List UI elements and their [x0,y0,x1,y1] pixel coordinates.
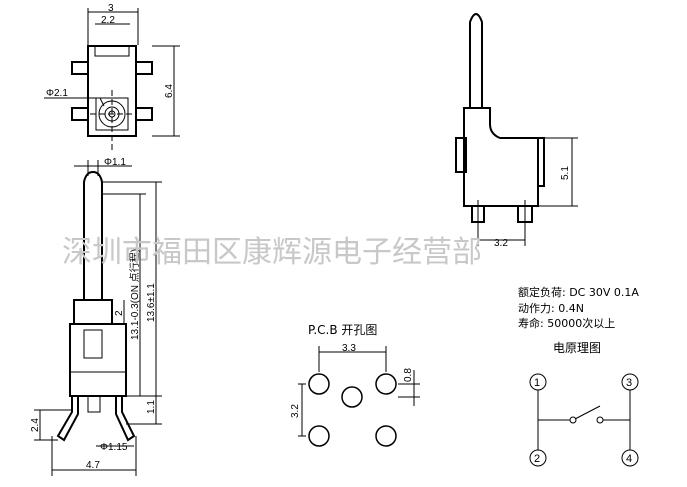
schematic-pin-label-3: 3 [626,377,632,389]
dim-pin-diameter: Φ1.15 [100,442,128,453]
dim-base-height: 1.1 [146,400,157,414]
pcb-title: P.C.B 开孔图 [308,323,377,337]
top-tab-right-1 [135,61,153,75]
front-pin-left [56,396,79,442]
top-view: 3 2.2 Φ2.1 6.4 [44,3,180,150]
spec-life: 寿命: 50000次以上 [518,316,615,330]
spec-rating: 额定负荷: DC 30V 0.1A [518,285,639,299]
front-pin-right [115,396,136,442]
schematic-pin-label-4: 4 [626,453,632,465]
pcb-hole-4 [375,425,397,447]
front-collar [73,299,113,325]
top-tab-left-1 [71,61,89,75]
front-window [83,329,103,359]
dim-on-height: 13.1-0.3(ON 点行程) [128,249,141,340]
dim-bottom-width: 4.7 [86,460,100,471]
front-plunger [83,170,103,301]
top-slot [94,45,130,57]
watermark-text: 深圳市福田区康辉源电子经营部 [62,235,482,270]
pcb-layout: P.C.B 开孔图 3.3 3.2 0.8 [290,323,420,447]
dim-hole-diameter: Φ2.1 [46,88,68,99]
dim-travel: 2 [114,310,125,316]
dim-top-width-inner: 2.2 [101,15,115,26]
dim-top-width-outer: 3 [108,3,114,14]
switch-contact-left [569,416,577,424]
schematic: 电原理图 1 2 3 4 [529,341,639,467]
specs-block: 额定负荷: DC 30V 0.1A 动作力: 0.4N 寿命: 50000次以上 [518,285,639,330]
front-center-pin [87,395,101,413]
dim-top-height: 6.4 [164,84,175,98]
schematic-pin-label-1: 1 [534,377,540,389]
side-plunger [469,13,483,109]
side-body [463,107,539,207]
top-tab-right-2 [135,107,153,121]
side-tab [455,137,467,173]
dim-side-pitch: 3.2 [494,238,508,249]
side-view: 3.2 5.1 [455,13,578,249]
pcb-hole-3 [308,425,330,447]
schematic-pin-label-2: 2 [534,453,540,465]
dim-pcb-pad: 0.8 [403,368,414,382]
dim-pcb-height: 3.2 [290,404,301,418]
front-body [69,323,127,397]
front-view: Φ1.1 13.6±1.1 13.1-0.3(ON 点行程) 2 1.1 2.4 [30,157,162,476]
dim-plunger-diameter: Φ1.1 [104,157,126,168]
pcb-hole-center [341,386,363,408]
switch-blade [574,405,601,420]
pcb-hole-2 [375,373,397,395]
schematic-title: 电原理图 [553,341,601,355]
top-tab-left-2 [71,107,89,121]
dim-pcb-width: 3.3 [342,343,356,354]
pcb-hole-1 [308,373,330,395]
dim-total-height: 13.6±1.1 [146,283,157,322]
dim-pin-length: 2.4 [30,418,41,432]
spec-force: 动作力: 0.4N [518,302,584,315]
dim-side-height: 5.1 [560,166,571,180]
side-back [537,137,545,187]
switch-contact-right [596,416,604,424]
